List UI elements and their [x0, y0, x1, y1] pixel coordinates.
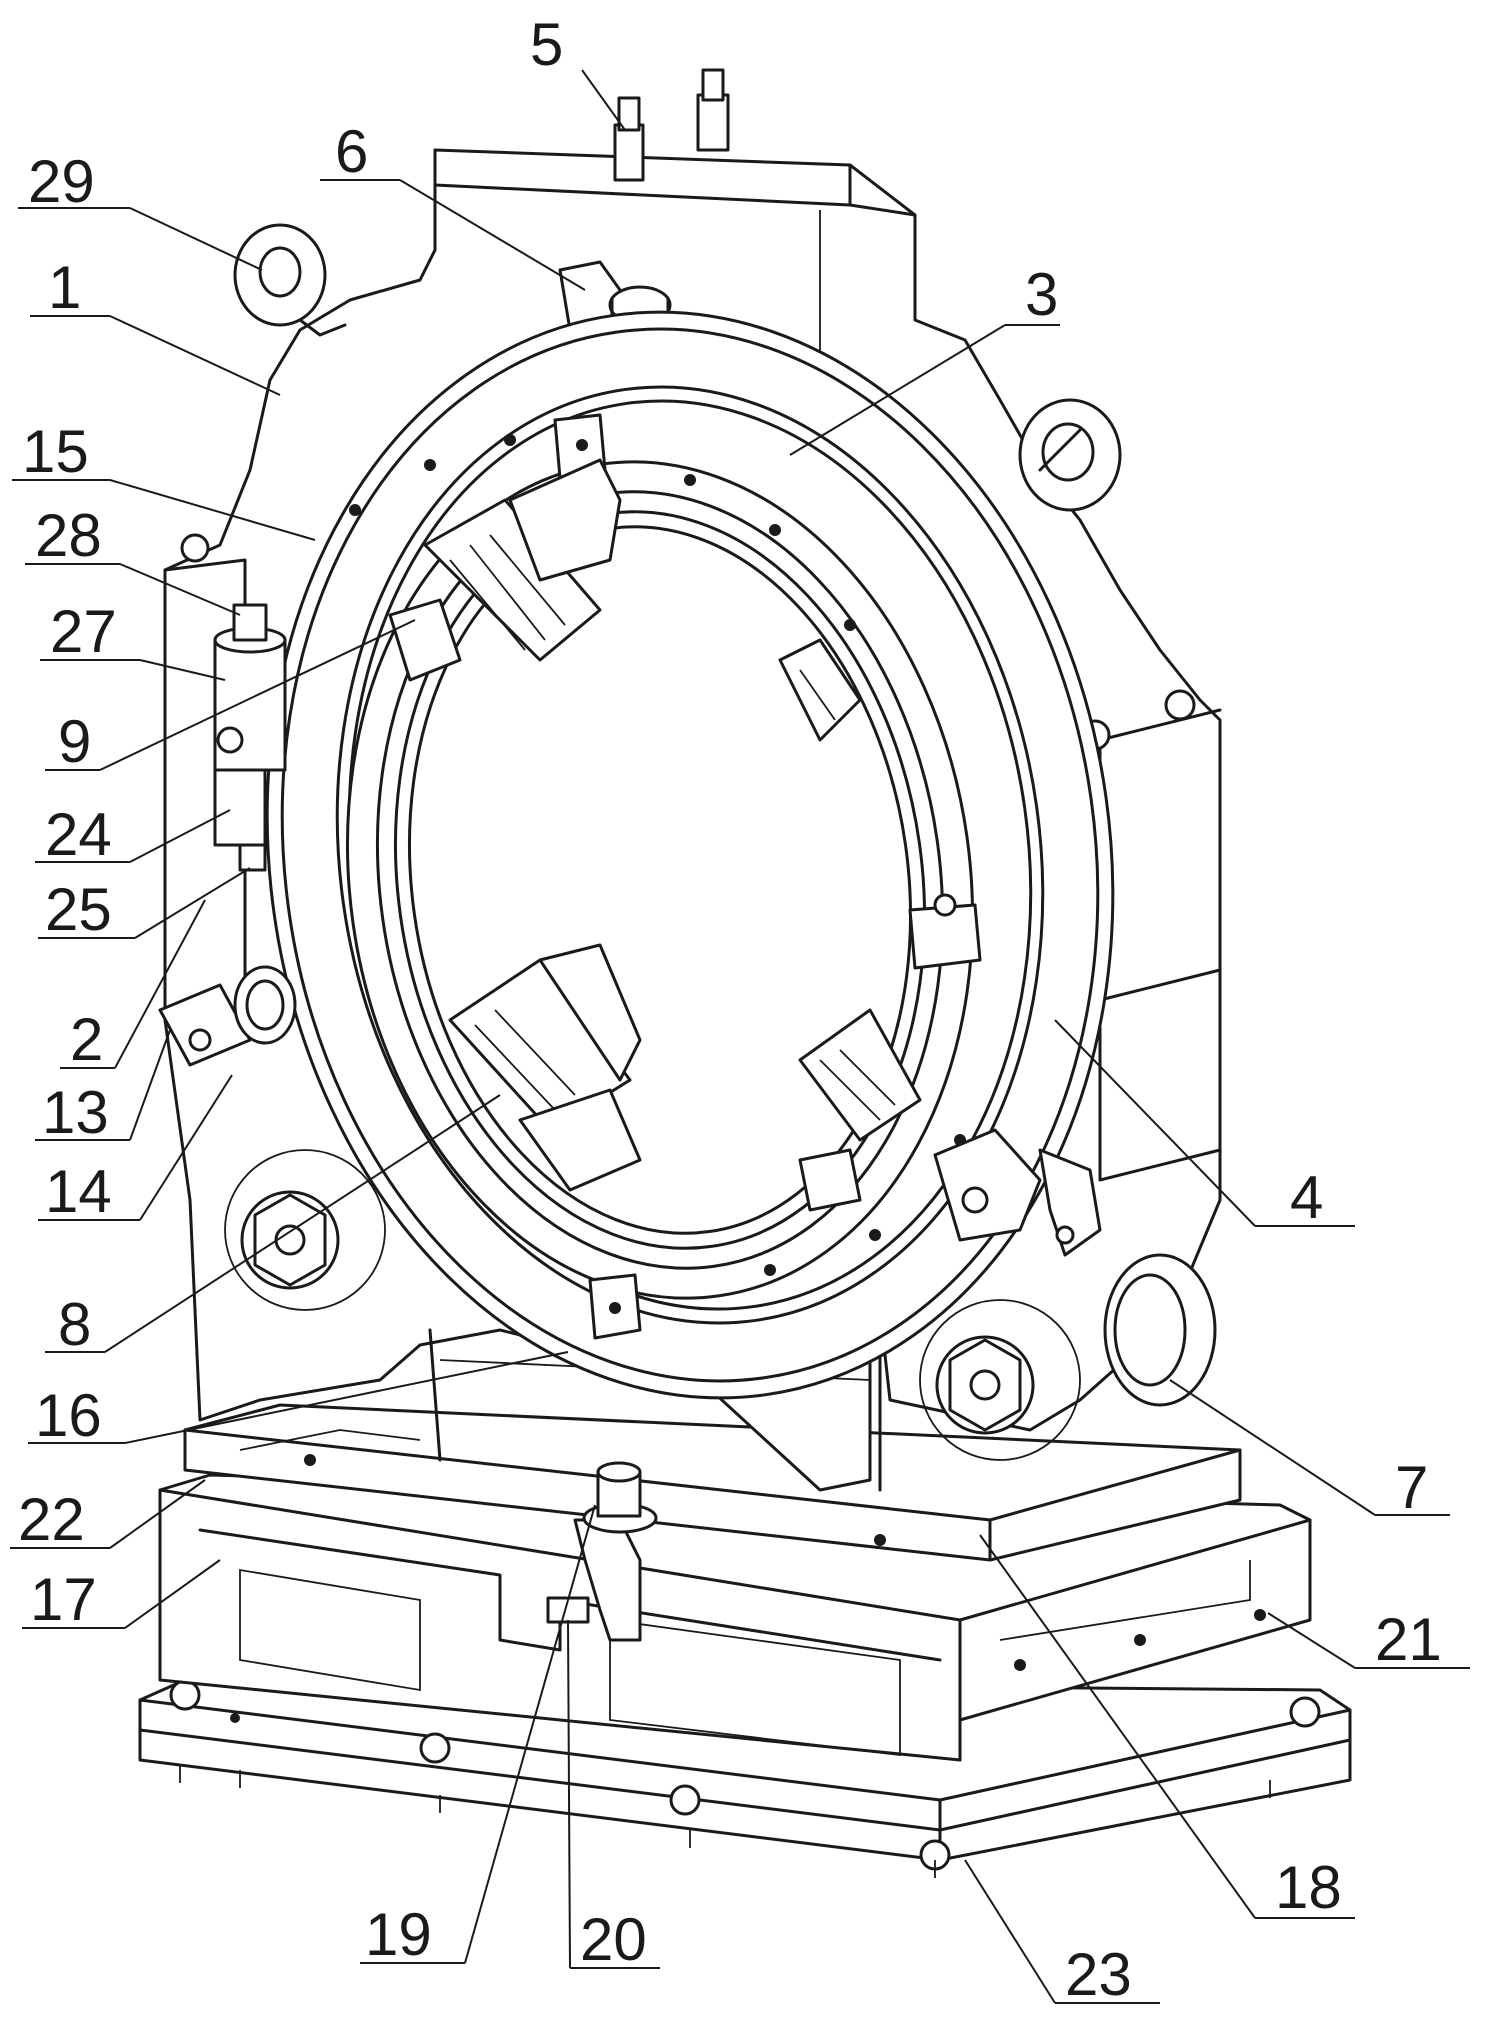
svg-text:6: 6: [335, 118, 368, 185]
svg-text:28: 28: [35, 502, 102, 569]
svg-text:23: 23: [1065, 1941, 1132, 2008]
svg-text:8: 8: [58, 1291, 91, 1358]
svg-text:5: 5: [530, 11, 563, 78]
svg-text:22: 22: [18, 1486, 85, 1553]
svg-text:17: 17: [30, 1566, 97, 1633]
svg-text:15: 15: [22, 418, 89, 485]
callout-29: 29: [18, 148, 262, 270]
callout-5: 5: [530, 11, 625, 130]
lifting-eye-right: [1020, 400, 1120, 510]
callout-23: 23: [965, 1860, 1160, 2008]
svg-text:20: 20: [580, 1906, 647, 1973]
svg-text:19: 19: [365, 1901, 432, 1968]
svg-text:9: 9: [58, 708, 91, 775]
svg-text:16: 16: [35, 1382, 102, 1449]
svg-text:18: 18: [1275, 1854, 1342, 1921]
svg-text:25: 25: [45, 876, 112, 943]
svg-text:27: 27: [50, 598, 117, 665]
svg-text:3: 3: [1025, 261, 1058, 328]
svg-text:1: 1: [48, 254, 81, 321]
svg-text:14: 14: [45, 1158, 112, 1225]
svg-text:13: 13: [42, 1079, 109, 1146]
svg-text:24: 24: [45, 801, 112, 868]
svg-text:2: 2: [70, 1006, 103, 1073]
svg-text:4: 4: [1290, 1164, 1323, 1231]
svg-text:7: 7: [1395, 1454, 1428, 1521]
svg-text:21: 21: [1375, 1606, 1442, 1673]
svg-text:29: 29: [28, 148, 95, 215]
